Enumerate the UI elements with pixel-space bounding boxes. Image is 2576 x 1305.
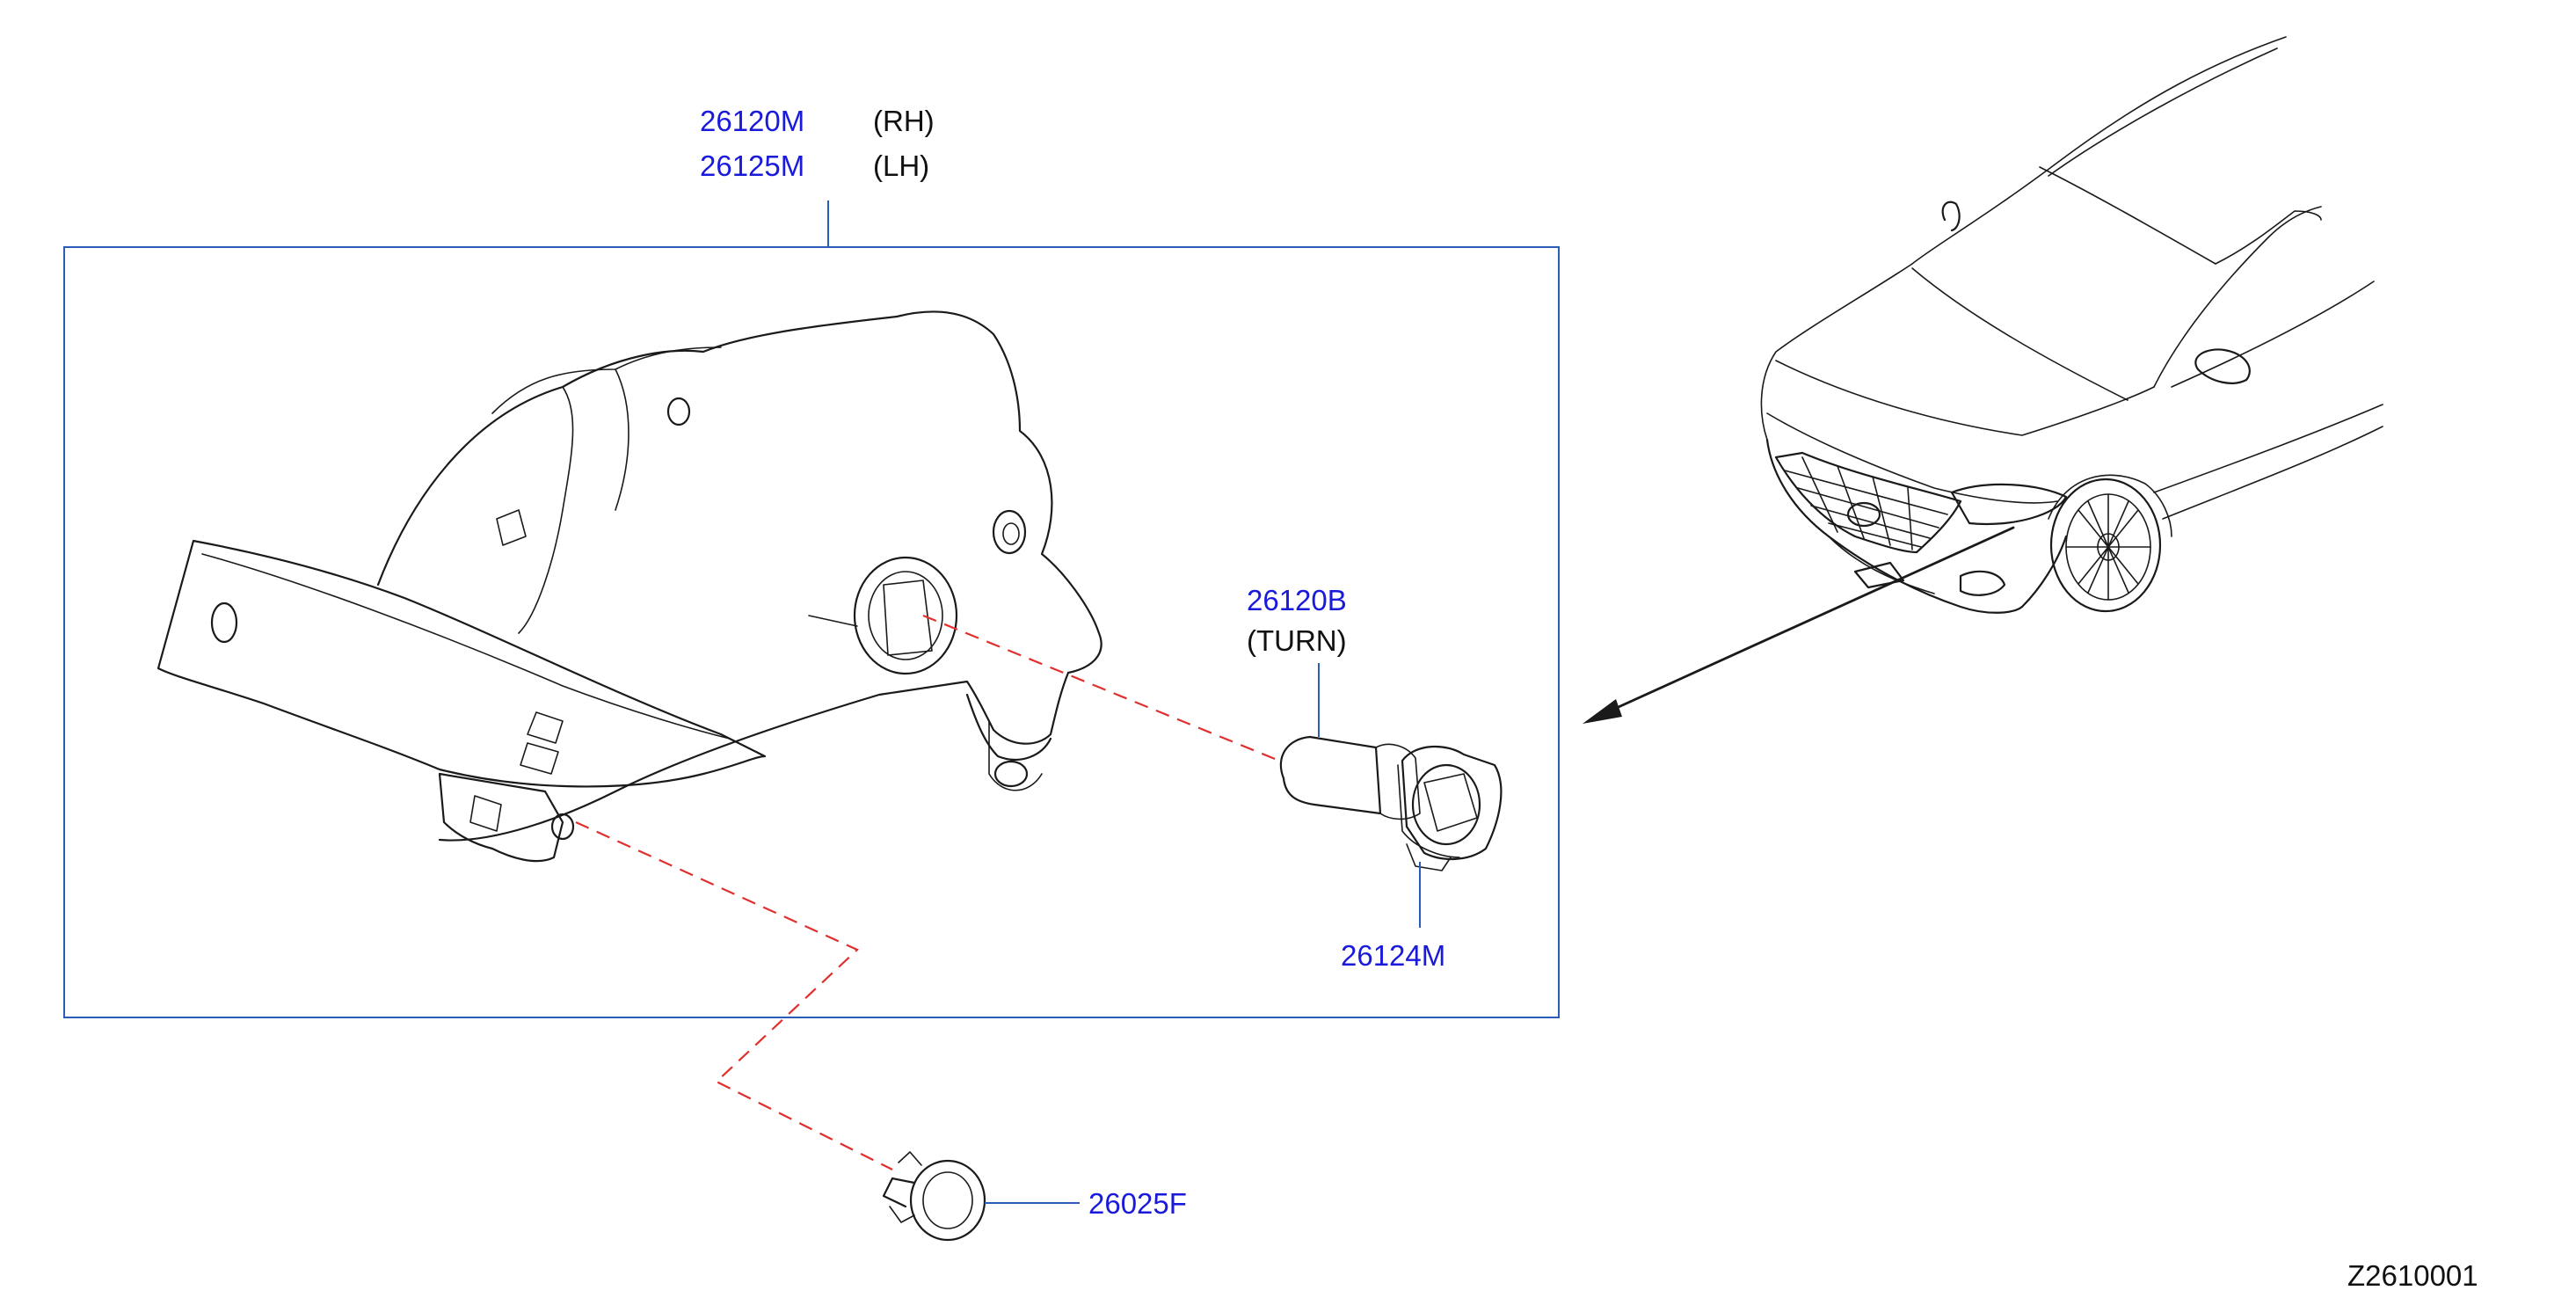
assembly-frame: [63, 246, 1560, 1018]
lamp-lh-side-label: (LH): [873, 149, 929, 182]
arrow-head-icon: [1583, 699, 1622, 724]
bulb-install-path: [922, 614, 1280, 762]
turn-lamp-housing[interactable]: [156, 310, 1102, 863]
lamp-lh-part-number[interactable]: 26125M: [700, 149, 804, 182]
bulb-part-number[interactable]: 26120B: [1247, 584, 1347, 616]
lamp-rh-part-number[interactable]: 26120M: [700, 105, 804, 137]
lamp-location-pointer: [1590, 526, 2015, 721]
clip-part-number[interactable]: 26025F: [1088, 1187, 1187, 1220]
bulb-and-socket[interactable]: [1279, 735, 1503, 871]
bulb-description: (TURN): [1247, 624, 1347, 657]
lamp-rh-side-label: (RH): [873, 105, 935, 137]
retaining-clip[interactable]: [882, 1151, 986, 1242]
socket-part-number[interactable]: 26124M: [1341, 939, 1445, 972]
clip-install-path: [575, 820, 893, 1170]
vehicle-location-illustration: [1583, 36, 2383, 724]
diagram-code: Z2610001: [2347, 1259, 2478, 1292]
